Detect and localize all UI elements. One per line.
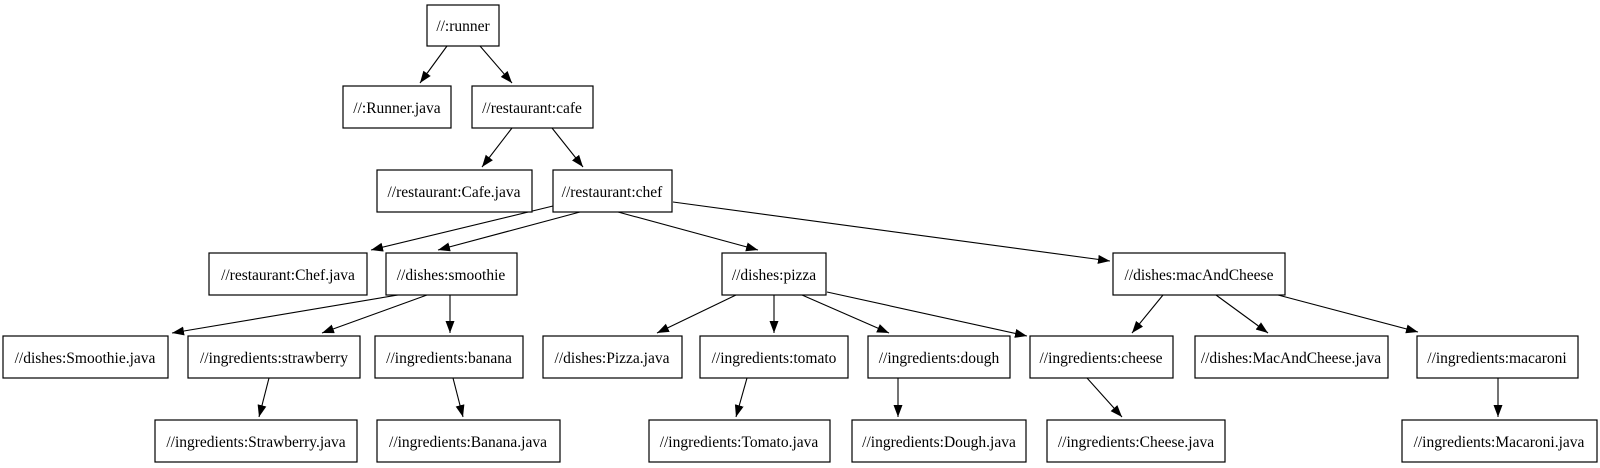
node-label: //restaurant:Chef.java: [221, 267, 355, 284]
edge-layer: [171, 45, 1503, 418]
edge-smoothie-to-strawberry: [321, 294, 428, 334]
node-smoothie: //dishes:smoothie: [385, 252, 518, 296]
edge-mac-and-cheese-to-macaroni: [1277, 294, 1419, 334]
edge-strawberry-to-strawberry-java: [257, 377, 270, 418]
node-macaroni-java: //ingredients:Macaroni.java: [1401, 419, 1598, 463]
node-cheese-java: //ingredients:Cheese.java: [1046, 419, 1226, 463]
edge-banana-to-banana-java: [452, 377, 465, 418]
node-label: //restaurant:chef: [562, 184, 664, 201]
node-mac-and-cheese: //dishes:macAndCheese: [1112, 252, 1286, 296]
node-tomato: //ingredients:tomato: [699, 335, 849, 379]
edge-chef-to-smoothie: [437, 211, 581, 252]
node-tomato-java: //ingredients:Tomato.java: [648, 419, 831, 463]
node-mac-and-cheese-java: //dishes:MacAndCheese.java: [1194, 335, 1389, 379]
node-macaroni: //ingredients:macaroni: [1416, 335, 1579, 379]
node-strawberry: //ingredients:strawberry: [187, 335, 361, 379]
edge-pizza-to-dough: [801, 294, 890, 334]
node-runner-java: //:Runner.java: [342, 85, 452, 129]
node-label: //ingredients:macaroni: [1427, 350, 1567, 367]
node-label: //ingredients:Tomato.java: [660, 434, 819, 451]
edge-tomato-to-tomato-java: [734, 377, 748, 418]
node-cafe-java: //restaurant:Cafe.java: [376, 169, 533, 213]
node-label: //dishes:Pizza.java: [555, 350, 670, 367]
edge-smoothie-to-smoothie-java: [171, 294, 399, 336]
node-label: //ingredients:Banana.java: [389, 434, 547, 451]
node-label: //ingredients:banana: [386, 350, 512, 367]
node-pizza: //dishes:pizza: [721, 252, 827, 296]
node-runner: //:runner: [426, 4, 500, 47]
edge-runner-to-runner-java: [419, 45, 448, 84]
node-cheese: //ingredients:cheese: [1029, 335, 1174, 379]
node-chef: //restaurant:chef: [552, 169, 673, 213]
edge-cafe-to-chef: [551, 127, 584, 168]
edge-pizza-to-cheese: [826, 291, 1028, 338]
node-label: //restaurant:Cafe.java: [388, 184, 521, 201]
node-label: //dishes:pizza: [732, 267, 816, 284]
node-label: //ingredients:cheese: [1039, 350, 1162, 367]
edge-mac-and-cheese-to-mac-and-cheese-java: [1215, 294, 1269, 334]
node-chef-java: //restaurant:Chef.java: [208, 252, 368, 296]
node-label: //dishes:MacAndCheese.java: [1201, 350, 1381, 367]
node-dough-java: //ingredients:Dough.java: [851, 419, 1027, 463]
edge-cheese-to-cheese-java: [1086, 377, 1123, 418]
node-label: //ingredients:dough: [879, 350, 1000, 367]
node-banana: //ingredients:banana: [374, 335, 524, 379]
node-label: //ingredients:Cheese.java: [1058, 434, 1214, 451]
node-label: //dishes:macAndCheese: [1125, 267, 1274, 284]
node-pizza-java: //dishes:Pizza.java: [542, 335, 683, 379]
node-strawberry-java: //ingredients:Strawberry.java: [154, 419, 358, 463]
edge-pizza-to-pizza-java: [656, 294, 737, 334]
node-label: //ingredients:Macaroni.java: [1414, 434, 1585, 451]
node-banana-java: //ingredients:Banana.java: [376, 419, 561, 463]
node-label: //ingredients:strawberry: [200, 350, 348, 367]
node-smoothie-java: //dishes:Smoothie.java: [2, 335, 169, 379]
edge-cafe-to-cafe-java: [481, 127, 513, 168]
node-cafe: //restaurant:cafe: [471, 85, 594, 129]
node-label: //ingredients:tomato: [712, 350, 837, 367]
edge-mac-and-cheese-to-cheese: [1131, 294, 1164, 334]
edge-chef-to-mac-and-cheese: [672, 201, 1111, 264]
edge-runner-to-cafe: [479, 45, 513, 84]
edge-chef-to-chef-java: [370, 205, 554, 252]
node-label: //:runner: [436, 18, 490, 35]
node-label: //:Runner.java: [353, 100, 441, 117]
node-label: //ingredients:Strawberry.java: [166, 434, 345, 451]
node-dough: //ingredients:dough: [867, 335, 1011, 379]
node-label: //dishes:Smoothie.java: [15, 350, 156, 367]
node-label: //dishes:smoothie: [397, 267, 506, 284]
node-label: //restaurant:cafe: [482, 100, 582, 117]
node-label: //ingredients:Dough.java: [862, 434, 1016, 451]
node-layer: //:runner //:Runner.java //restaurant:ca…: [2, 4, 1598, 463]
edge-chef-to-pizza: [617, 211, 759, 252]
